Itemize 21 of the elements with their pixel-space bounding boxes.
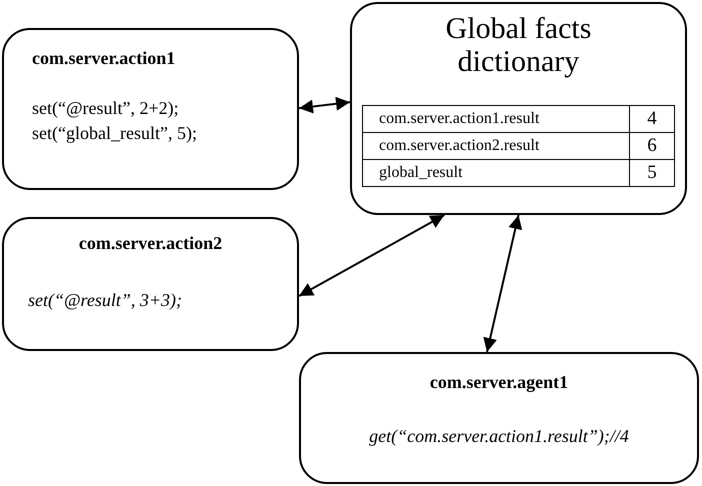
double-arrow (298, 96, 350, 114)
double-arrow (483, 214, 522, 352)
code-line: set(“@result”, 2+2); (32, 98, 179, 120)
key-cell: com.server.action1.result (362, 106, 630, 132)
box-heading: com.server.agent1 (428, 372, 570, 394)
code-line: set(“global_result”, 5); (32, 123, 197, 145)
code-line: get(“com.server.action1.result”);//4 (368, 426, 630, 448)
action-box (299, 352, 699, 484)
box-heading: com.server.action1 (32, 48, 176, 70)
action-box (2, 28, 299, 190)
value-cell: 5 (630, 160, 674, 186)
key-cell: com.server.action2.result (362, 132, 630, 160)
box-title: Global facts dictionary (444, 12, 592, 78)
box-heading: com.server.action2 (78, 233, 224, 255)
key-cell: global_result (362, 160, 630, 186)
value-cell: 4 (630, 106, 674, 132)
double-arrow (298, 214, 445, 297)
dictionary-box (350, 2, 687, 215)
value-cell: 6 (630, 132, 674, 160)
code-line: set(“@result”, 3+3); (28, 290, 182, 312)
action-box (2, 217, 299, 351)
